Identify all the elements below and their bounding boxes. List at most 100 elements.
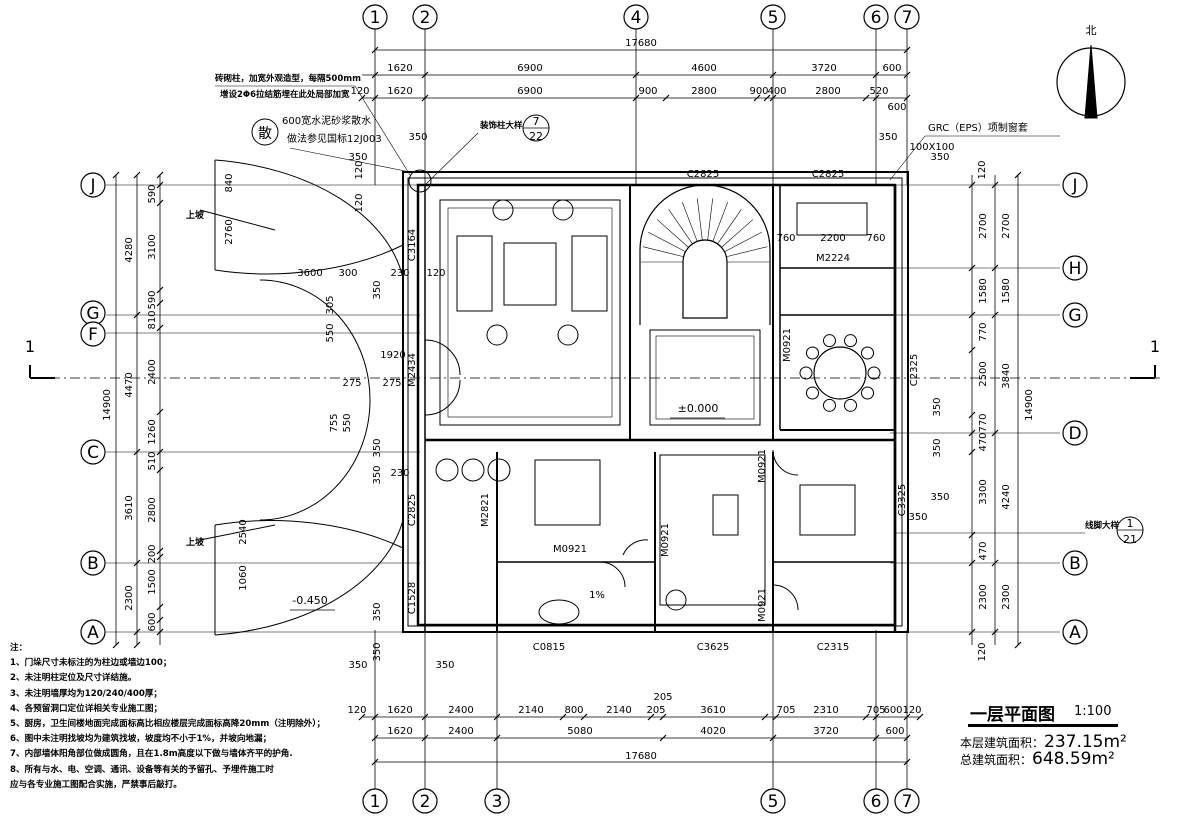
dimension-tick [903, 713, 911, 721]
dining-chair [844, 334, 858, 348]
dimension-tick [156, 603, 164, 611]
dimension-tick [133, 628, 141, 636]
dim-bottom-row1: 120 [902, 705, 921, 716]
armchair [486, 324, 508, 346]
opening-label-m0921_d: M0921 [757, 449, 768, 483]
dimension-tick [580, 713, 588, 721]
armchair [552, 199, 574, 221]
opening-label-c2315: C2315 [817, 642, 849, 653]
dimension-tick [156, 408, 164, 416]
stair-tread [668, 209, 693, 245]
dimension-tick [559, 713, 567, 721]
north-label: 北 [1086, 24, 1097, 37]
dim-left-misc: 1920 [380, 350, 405, 361]
stair-tread [721, 219, 754, 248]
detail-ref-top: 7 [533, 115, 540, 128]
axis-bubble-left-label: A [87, 623, 99, 643]
opening-label-d2200: 2200 [820, 233, 845, 244]
axis-bubble-bottom-label: 7 [902, 792, 913, 812]
dim-bottom-row1: 800 [564, 705, 583, 716]
axis-bubble-top-circle [760, 4, 786, 30]
study-ceiling-frame [659, 454, 766, 606]
dim-left-col2: 590 [147, 184, 158, 203]
dining-chair [799, 366, 813, 380]
stair-tread [696, 198, 703, 241]
opening-label-m2224: M2224 [816, 253, 850, 264]
bathtub [538, 599, 580, 625]
coffee-table [503, 242, 557, 306]
brick-column-note: 增设2Φ6拉结筋埋在此处局部加宽 [220, 89, 350, 100]
axis-bubble-top-circle [623, 4, 649, 30]
dining-table [813, 346, 867, 400]
dimension-tick [156, 324, 164, 332]
dimension-tick [903, 94, 911, 102]
dim-top-row1: 1620 [387, 63, 412, 74]
dim-bottom-row2: 1620 [387, 726, 412, 737]
dimension-tick [156, 547, 164, 555]
dim-right-col1: 4240 [1001, 484, 1012, 509]
dining-chair [805, 386, 819, 400]
dimension-tick [968, 311, 976, 319]
general-notes: 注： 1、门垛尺寸未标注的为柱边或墙边100； 2、未注明柱定位及尺寸详结施。 … [10, 641, 340, 793]
dimension-tick [903, 71, 911, 79]
axis-bubble-bottom-label: 3 [492, 792, 503, 812]
washing-machine [487, 458, 511, 482]
dimension-tick [761, 713, 769, 721]
dim-left-col2: 200 [147, 544, 158, 563]
hall-ceiling-inner [655, 335, 755, 420]
section-label: 1 [1150, 337, 1160, 356]
axis-bubble-left-circle [80, 172, 106, 198]
dim-left-col2: 510 [147, 451, 158, 470]
dim-right-misc: 350 [930, 152, 949, 163]
dimension-tick [358, 94, 366, 102]
dim-right-misc: 350 [908, 512, 927, 523]
axis-bubble-left-label: C [87, 443, 99, 463]
dimension-tick [156, 616, 164, 624]
dim-left-misc: 550 [325, 323, 336, 342]
dimension-tick [1014, 171, 1022, 179]
dim-bottom-row1: 705 [866, 705, 885, 716]
dimension-tick [156, 466, 164, 474]
dimension-tick [991, 264, 999, 272]
axis-bubble-left-circle [80, 321, 106, 347]
dim-left-misc: 350 [372, 465, 383, 484]
leader [354, 85, 411, 176]
dimension-tick [112, 171, 120, 179]
dim-bottom-row1: 705 [776, 705, 795, 716]
dim-left-col2: 600 [147, 612, 158, 631]
axis-bubble-top-label: 6 [871, 8, 882, 28]
kitchen-counter [796, 202, 868, 236]
total-area-value: 648.59m² [1032, 749, 1115, 769]
dim-top-row2: 1620 [387, 86, 412, 97]
sofa-left [456, 235, 493, 312]
dimension-tick [371, 713, 379, 721]
dim-left-misc: 840 [224, 173, 235, 192]
dim-top-row1: 3720 [811, 63, 836, 74]
dimension-tick [763, 94, 771, 102]
dimension-tick [371, 734, 379, 742]
note-line: 4、各预留洞口定位详相关专业施工图； [10, 703, 163, 714]
dim-total-right: 14900 [1024, 389, 1035, 421]
dimension-tick [968, 628, 976, 636]
ramp-arc-lower-inner [214, 520, 404, 549]
dim-right-misc: 350 [348, 152, 367, 163]
dimension-tick [772, 713, 780, 721]
axis-bubble-right-circle [1062, 619, 1088, 645]
washing-machine [435, 458, 459, 482]
dim-left-misc: 1060 [238, 565, 249, 590]
axis-bubble-top-circle [894, 4, 920, 30]
dim-left-misc: 275 [342, 378, 361, 389]
dim-left-misc: 275 [382, 378, 401, 389]
opening-label-m0921_e: M0921 [757, 588, 768, 622]
axis-bubble-top-label: 1 [370, 8, 381, 28]
dim-right-misc: 350 [932, 438, 943, 457]
note-line: 1、门垛尺寸未标注的为柱边或墙边100； [10, 658, 172, 669]
door-swing [599, 561, 626, 588]
living-room-ceiling-frame [439, 199, 621, 426]
deco-column-note: 装饰柱大样 [479, 120, 523, 131]
dim-bottom-row1: 2140 [518, 705, 543, 716]
dimension-tick [371, 758, 379, 766]
ramp-arc-upper-inner [214, 244, 404, 275]
note-line: 2、未注明柱定位及尺寸详结施。 [10, 673, 137, 684]
